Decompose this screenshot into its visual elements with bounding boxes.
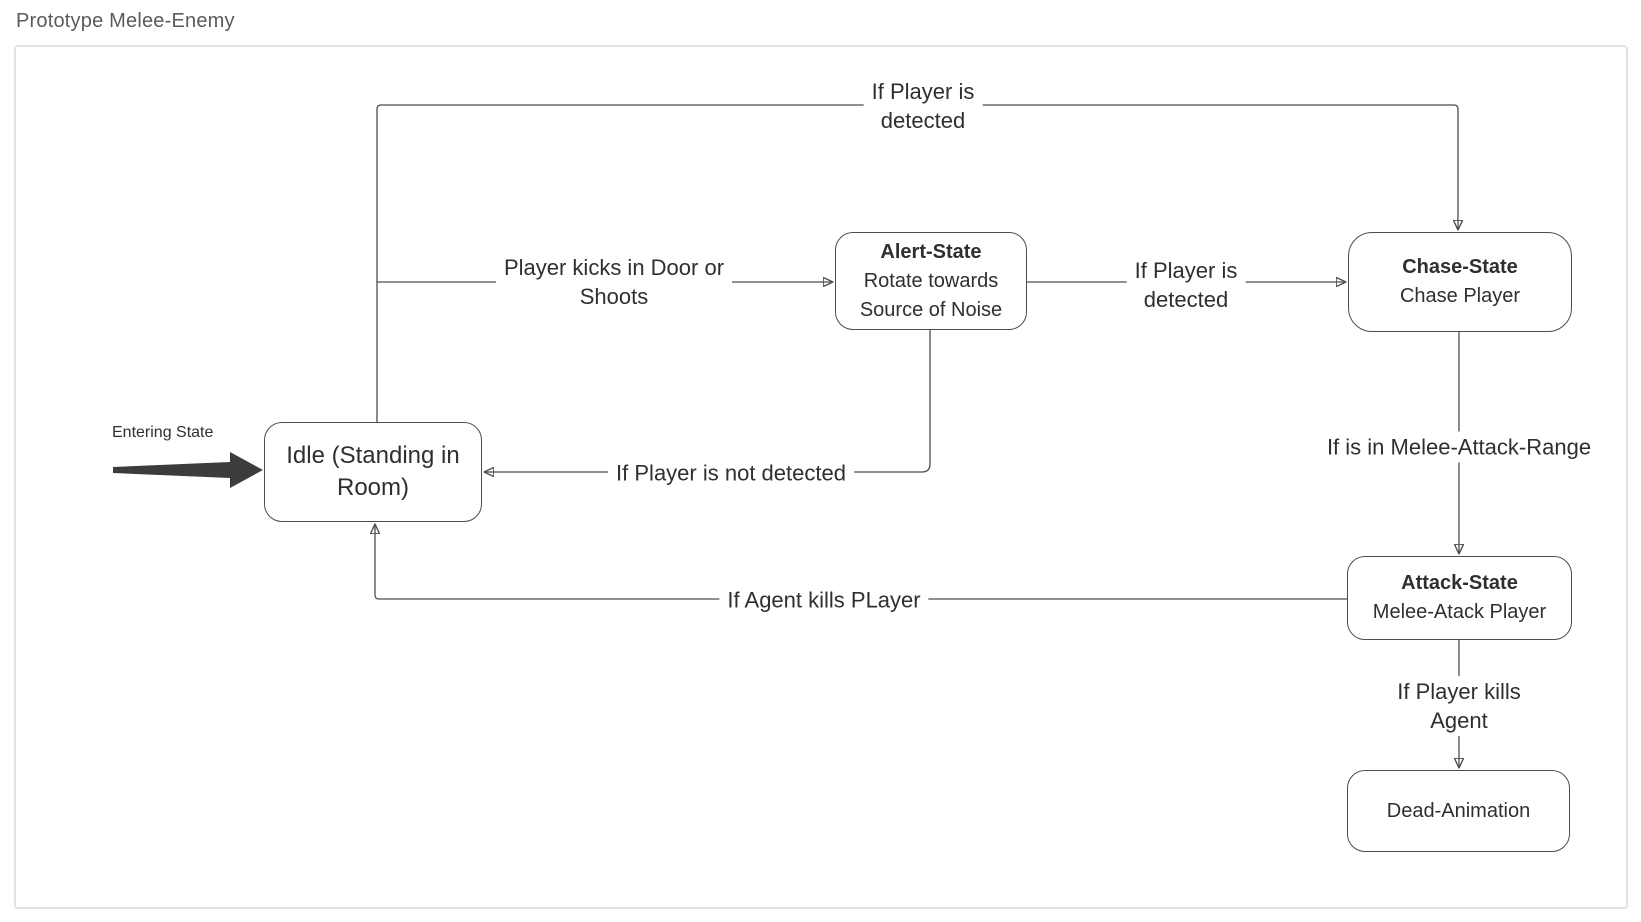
state-dead-label: Dead-Animation (1386, 799, 1531, 822)
edge-label-idle-to-chase[interactable]: If Player is detected (863, 75, 983, 137)
state-dead[interactable]: Dead-Animation (1347, 770, 1570, 852)
state-attack[interactable]: Attack-State Melee-Atack Player (1347, 556, 1572, 640)
state-attack-body: Melee-Atack Player (1372, 601, 1547, 623)
state-chase-title: Chase-State (1402, 256, 1518, 278)
entering-state-label: Entering State (112, 424, 214, 441)
state-attack-title: Attack-State (1401, 572, 1518, 594)
page-title: Prototype Melee-Enemy (16, 10, 235, 32)
state-idle[interactable]: Idle (Standing in Room) (264, 422, 482, 522)
state-alert-body: Rotate towards Source of Noise (859, 269, 1003, 321)
state-alert-title: Alert-State (880, 240, 982, 263)
edge-label-alert-to-chase[interactable]: If Player is detected (1126, 254, 1246, 316)
edge-label-idle-to-alert[interactable]: Player kicks in Door or Shoots (495, 251, 733, 313)
state-chase-body: Chase Player (1399, 285, 1521, 307)
state-chase[interactable]: Chase-State Chase Player (1348, 232, 1572, 332)
edge-label-attack-to-dead[interactable]: If Player kills Agent (1389, 675, 1529, 737)
edge-label-attack-to-idle[interactable]: If Agent kills PLayer (719, 584, 929, 616)
edge-label-alert-to-idle[interactable]: If Player is not detected (608, 457, 854, 489)
state-idle-label: Idle (Standing in Room) (286, 441, 460, 501)
edge-label-chase-to-attack[interactable]: If is in Melee-Attack-Range (1318, 431, 1600, 463)
state-alert[interactable]: Alert-State Rotate towards Source of Noi… (835, 232, 1027, 330)
